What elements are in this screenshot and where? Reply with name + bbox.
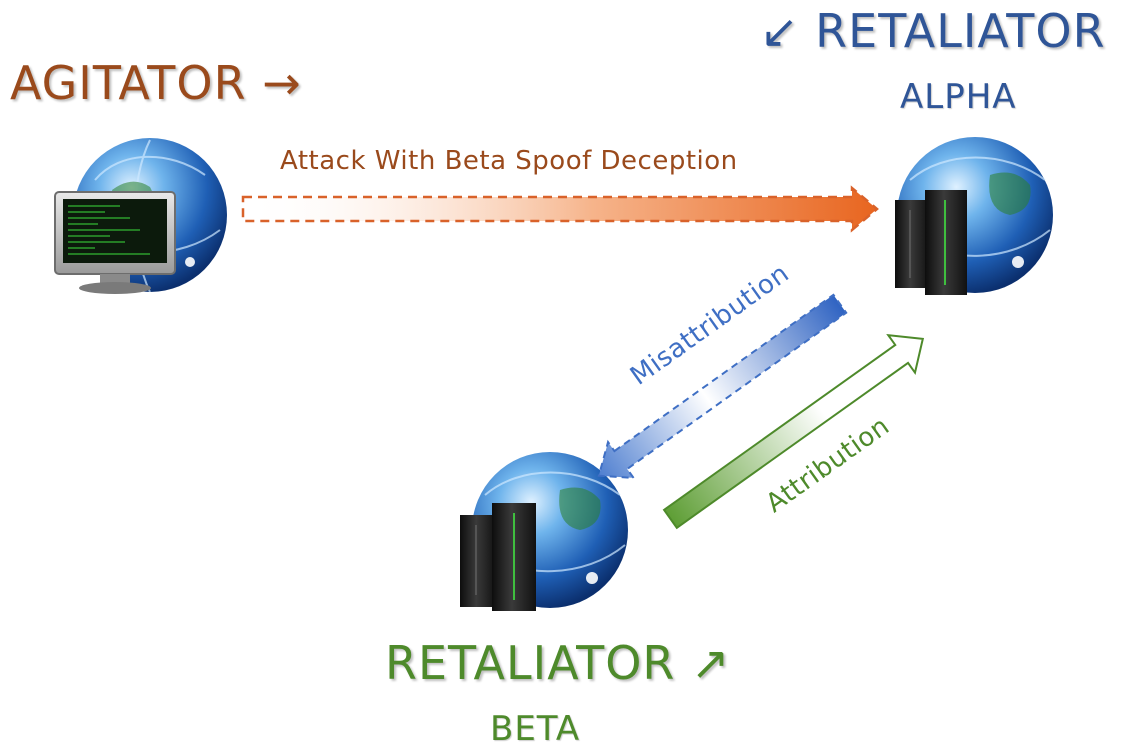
misattribution-arrow bbox=[597, 293, 848, 480]
retaliator-beta-label: RETALIATOR bbox=[385, 636, 676, 690]
retaliator-beta-node bbox=[460, 452, 628, 611]
agitator-label: AGITATOR bbox=[10, 56, 247, 110]
attribution-arrow bbox=[662, 333, 925, 530]
retaliator-alpha-subtitle: ALPHA bbox=[900, 77, 1017, 117]
arrow-down-left-icon: ↙ bbox=[760, 4, 800, 58]
attack-arrow bbox=[241, 185, 879, 233]
server-icon bbox=[895, 190, 967, 295]
retaliator-beta-title: RETALIATOR ↗ bbox=[385, 640, 731, 686]
retaliator-alpha-title: ↙ RETALIATOR bbox=[760, 8, 1106, 54]
server-icon bbox=[460, 503, 536, 611]
arrow-right-icon: → bbox=[262, 56, 302, 110]
retaliator-alpha-label: RETALIATOR bbox=[815, 4, 1106, 58]
attack-label: Attack With Beta Spoof Deception bbox=[280, 146, 738, 176]
retaliator-alpha-node bbox=[895, 137, 1053, 295]
monitor-icon bbox=[54, 191, 176, 294]
agitator-title: AGITATOR → bbox=[10, 60, 302, 106]
retaliator-beta-subtitle: BETA bbox=[490, 709, 581, 749]
arrow-up-right-icon: ↗ bbox=[691, 636, 731, 690]
agitator-node bbox=[54, 138, 227, 294]
